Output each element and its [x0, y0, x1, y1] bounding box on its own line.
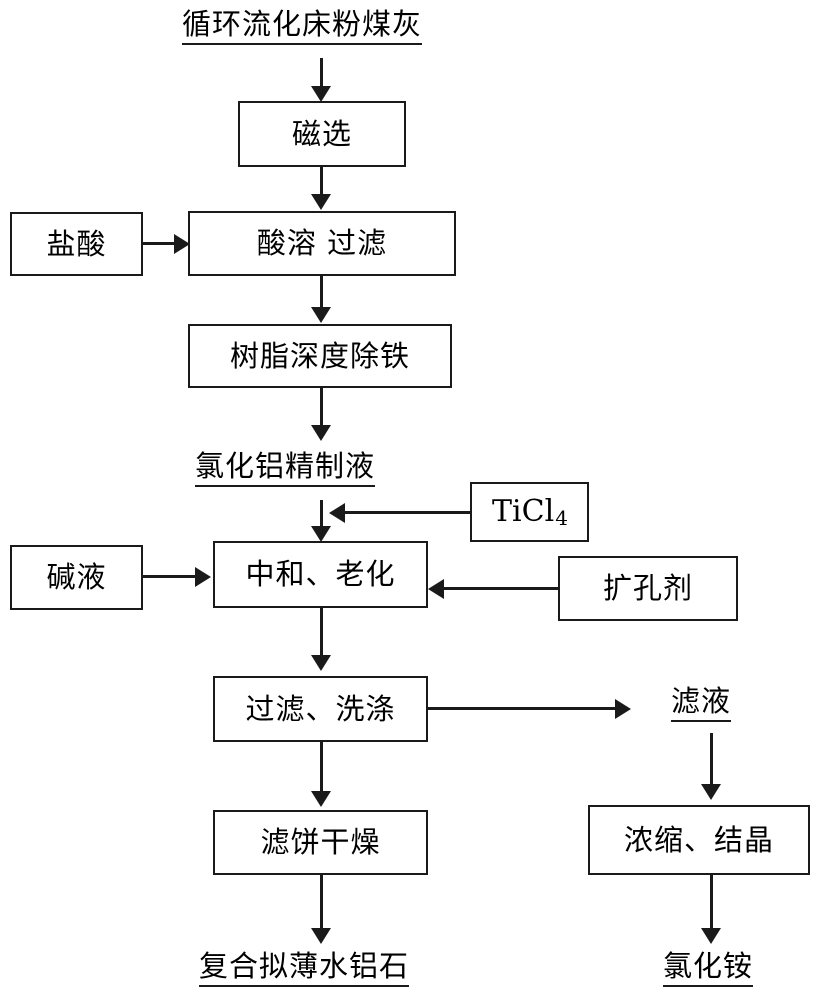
node-magnetic-separation[interactable]: 磁选	[238, 101, 406, 167]
arrowhead-alcl3-to-neutralization	[311, 526, 331, 542]
connector-hcl-to-acid	[143, 242, 175, 245]
node-acid-dissolution-filtration[interactable]: 酸溶 过滤	[188, 211, 456, 276]
label-product-ammonium-chloride: 氯化铵	[663, 952, 754, 987]
node-hydrochloric-acid[interactable]: 盐酸	[10, 212, 143, 276]
node-filter-cake-drying[interactable]: 滤饼干燥	[213, 810, 428, 875]
arrowhead-drying-to-pseudoboehmite	[311, 928, 331, 944]
connector-filtration-to-drying	[320, 742, 323, 792]
arrowhead-alkali-to-neutralization	[195, 567, 211, 587]
arrowhead-filtrate-to-crystallization	[701, 784, 721, 800]
arrowhead-resin-to-alcl3	[311, 425, 331, 441]
arrowhead-acid-to-resin	[311, 307, 331, 323]
node-filtration-washing[interactable]: 过滤、洗涤	[213, 676, 428, 742]
node-alkali-solution[interactable]: 碱液	[10, 545, 143, 610]
connector-filtrate-to-crystallization	[710, 733, 713, 785]
node-resin-deep-iron-removal[interactable]: 树脂深度除铁	[188, 324, 452, 388]
connector-resin-to-alcl3	[320, 388, 323, 426]
arrowhead-ticl4-to-mainline	[329, 503, 345, 523]
arrowhead-filtration-to-filtrate	[615, 699, 631, 719]
arrowhead-neutralization-to-filtration	[311, 655, 331, 671]
arrowhead-pore-agent-to-neutralization	[428, 579, 444, 599]
connector-feedstock-to-magnetic	[320, 58, 323, 88]
arrowhead-filtration-to-drying	[311, 791, 331, 807]
label-refined-aluminum-chloride: 氯化铝精制液	[195, 452, 376, 487]
connector-alcl3-to-neutralization	[320, 500, 323, 528]
arrowhead-feedstock-to-magnetic	[311, 86, 331, 102]
connector-alkali-to-neutralization	[143, 575, 195, 578]
connector-ticl4-to-mainline	[345, 511, 470, 514]
ticl4-formula-base: TiCl	[492, 494, 555, 529]
arrowhead-magnetic-to-acid	[311, 194, 331, 210]
connector-pore-agent-to-neutralization	[444, 587, 558, 590]
connector-filtration-to-filtrate	[428, 707, 616, 710]
connector-neutralization-to-filtration	[320, 608, 323, 656]
connector-acid-to-resin	[320, 276, 323, 308]
connector-drying-to-pseudoboehmite	[320, 875, 323, 929]
connector-magnetic-to-acid	[320, 167, 323, 195]
node-concentration-crystallization[interactable]: 浓缩、结晶	[588, 805, 810, 875]
connector-crystallization-to-ammonium-chloride	[710, 875, 713, 929]
ticl4-formula-subscript: 4	[555, 506, 568, 530]
arrowhead-crystallization-to-ammonium-chloride	[701, 928, 721, 944]
node-neutralization-aging[interactable]: 中和、老化	[213, 541, 428, 608]
node-pore-expanding-agent[interactable]: 扩孔剂	[558, 556, 738, 621]
label-filtrate: 滤液	[671, 687, 732, 722]
label-input-feedstock: 循环流化床粉煤灰	[182, 10, 423, 45]
label-product-pseudoboehmite: 复合拟薄水铝石	[199, 952, 410, 987]
arrowhead-hcl-to-acid	[174, 234, 190, 254]
